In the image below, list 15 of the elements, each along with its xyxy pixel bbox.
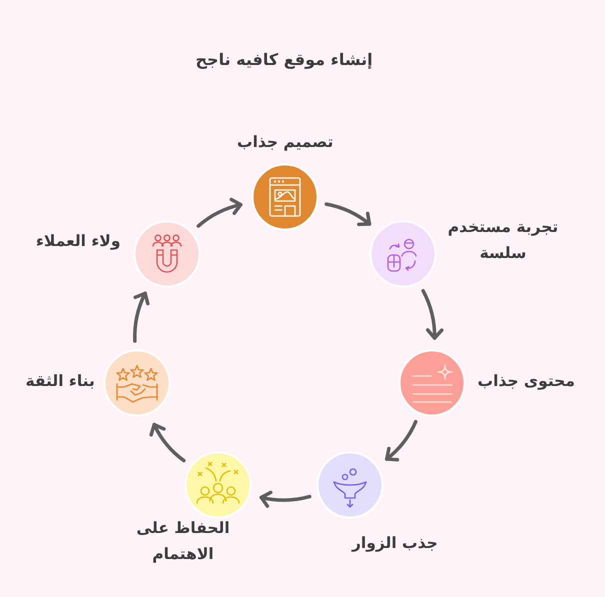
arrow [196,198,242,228]
step-label: ولاء العملاء [36,231,120,252]
step-label: محتوى جذاب [478,371,575,392]
arrow [260,490,312,508]
step-label: الحفاظ على الاهتمام [135,518,231,565]
step-label: بناء الثقة [26,371,95,392]
step-label: تجربة مستخدم سلسة [446,217,560,264]
title: إنشاء موقع كافيه ناجح [196,49,373,71]
arrow [421,289,444,340]
arrow [133,292,150,343]
arrow [385,420,418,462]
step-label: تصميم جذاب [237,132,334,153]
arrow [150,422,186,462]
step-label: جذب الزوار [352,533,438,554]
arrow [324,202,372,226]
